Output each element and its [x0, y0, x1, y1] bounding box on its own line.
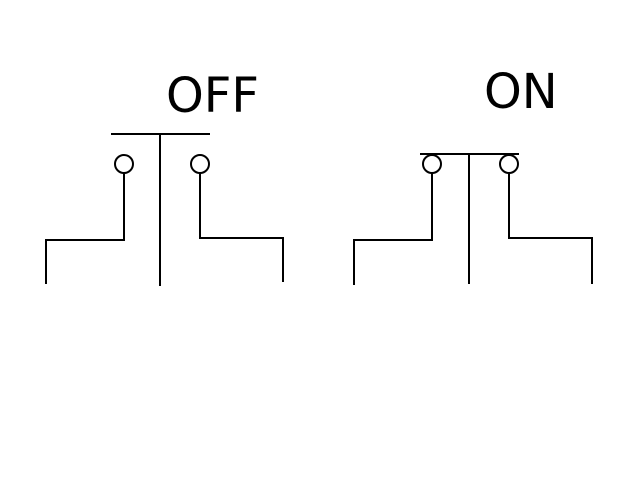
on-label: ON: [484, 64, 558, 120]
off-right-lead: [199, 173, 284, 282]
switch-on: ON: [353, 64, 593, 285]
on-left-lead: [353, 173, 433, 285]
on-left-terminal: [422, 154, 442, 174]
on-right-terminal: [499, 154, 519, 174]
off-label: OFF: [166, 68, 259, 124]
on-right-lead: [508, 173, 593, 284]
off-left-terminal: [114, 154, 134, 174]
off-right-terminal: [190, 154, 210, 174]
switch-off: OFF: [45, 68, 284, 286]
off-left-lead: [45, 173, 125, 284]
